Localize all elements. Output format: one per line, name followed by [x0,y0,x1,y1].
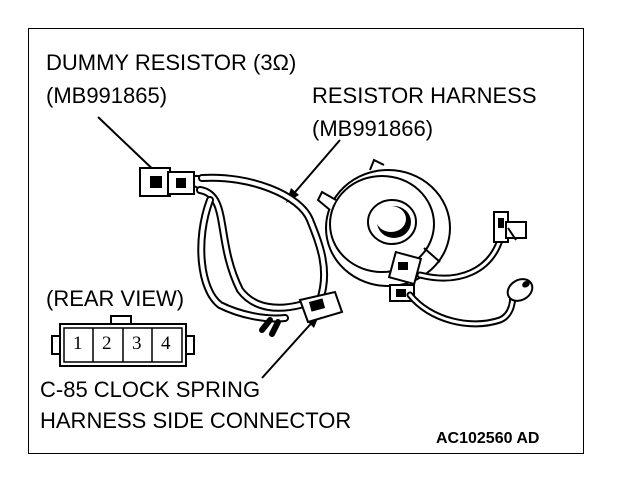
dummy-resistor-part-number: (MB991865) [46,83,168,108]
rear-view-connector-drawing [51,315,195,367]
connector-label-line2: HARNESS SIDE CONNECTOR [40,408,352,433]
connector-leader [261,317,317,379]
figure-frame [28,28,584,454]
c85-connector-body [298,290,344,324]
connector-pin-2: 2 [102,333,112,354]
resistor-harness-leader [289,139,341,199]
figure-code: AC102560 AD [436,430,540,447]
resistor-harness-part-number: (MB991866) [312,116,434,141]
dummy-resistor-plug [139,167,203,197]
rear-view-label: (REAR VIEW) [46,286,185,311]
clock-spring [316,158,451,302]
connector-pin-4: 4 [161,333,171,354]
round-connector [506,278,534,302]
resistor-harness-label: RESISTOR HARNESS [312,83,537,108]
connector-pin-3: 3 [132,333,142,354]
dummy-resistor-label: DUMMY RESISTOR (3Ω) [46,50,297,75]
connector-pin-1: 1 [73,333,83,354]
connector-label-line1: C-85 CLOCK SPRING [40,377,261,402]
side-connector [493,211,527,243]
